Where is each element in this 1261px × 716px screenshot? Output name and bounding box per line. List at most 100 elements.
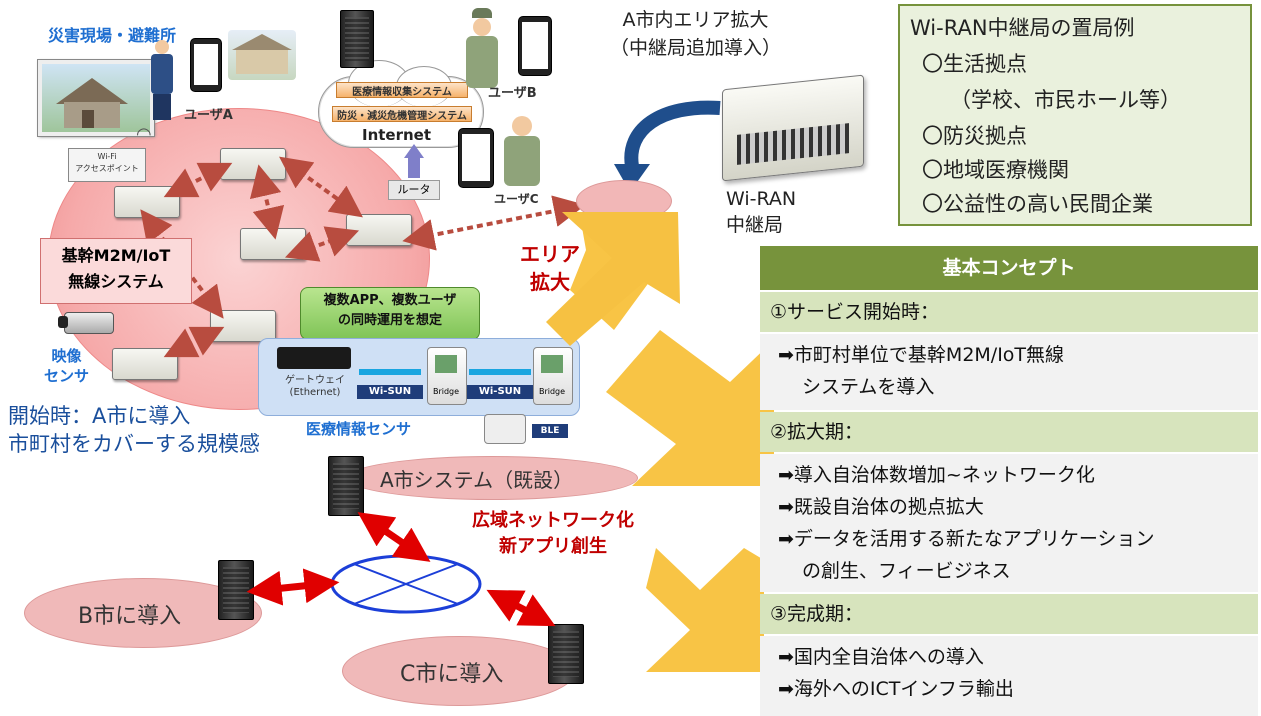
concept-sec2-item-4: の創生、フィービジネス	[802, 560, 1011, 582]
start-line1: 開始時：A市に導入	[8, 404, 191, 428]
evacuation-shelter-image	[228, 30, 296, 80]
up-arrow-icon	[404, 144, 424, 158]
city-a-server-icon	[328, 456, 364, 516]
phone-user-a	[190, 38, 222, 92]
city-a-label: A市システム（既設）	[380, 468, 574, 492]
start-line2: 市町村をカバーする規模感	[8, 432, 260, 456]
relay-label: Wi-RAN 中継局	[726, 186, 796, 238]
placement-item-3: 〇防災拠点	[922, 124, 1027, 148]
placement-item-1: 〇生活拠点	[922, 52, 1027, 76]
concept-sec3-item-2: ➡海外へのICTインフラ輸出	[778, 678, 1014, 700]
wifi-ap-line2: アクセスポイント	[75, 164, 139, 173]
user-a-label: ユーザA	[184, 108, 233, 123]
area-expand-arrow-label: エリア 拡大	[520, 240, 580, 296]
officer-figure-c	[500, 116, 544, 186]
expansion-arrows	[546, 212, 774, 672]
placement-item-2: （学校、市民ホール等）	[950, 88, 1181, 112]
concept-sec3-title: ③完成期：	[760, 594, 1258, 634]
bridge-label-2: Bridge	[538, 387, 566, 396]
placement-title: Wi-RAN中継局の置局例	[910, 16, 1135, 40]
gateway-line2: (Ethernet)	[289, 387, 341, 398]
city-a-ellipse	[346, 456, 638, 500]
camera-lens	[58, 316, 68, 328]
gateway-label: ゲートウェイ (Ethernet)	[273, 375, 357, 399]
start-text: 開始時：A市に導入 市町村をカバーする規模感	[8, 402, 260, 458]
phone-user-c	[458, 128, 494, 188]
ble-sensor-device	[484, 414, 526, 444]
wide-network-line2: 新アプリ創生	[499, 536, 607, 557]
concept-sec1-title: ①サービス開始時：	[760, 292, 1258, 332]
medical-sensor-title: 医療情報センサ	[306, 420, 412, 438]
bridge-screen-2	[541, 355, 563, 373]
up-arrow-stem	[408, 158, 420, 178]
concept-sec2-item-1: ➡導入自治体数増加~ネットワーク化	[778, 464, 1095, 486]
concept-table: 基本コンセプト ①サービス開始時： ➡市町村単位で基幹M2M/IoT無線 システ…	[760, 246, 1258, 716]
wifi-ap-line1: Wi-Fi	[97, 152, 117, 161]
wisun-arrow-1	[359, 369, 421, 375]
gateway-line1: ゲートウェイ	[285, 375, 345, 386]
bridge-screen-1	[435, 355, 457, 373]
video-sensor-label: 映像 センサ	[44, 346, 89, 386]
placement-examples-box: Wi-RAN中継局の置局例 〇生活拠点 （学校、市民ホール等） 〇防災拠点 〇地…	[898, 4, 1252, 226]
wide-network-links	[246, 512, 556, 627]
system1-label: 医療情報収集システム	[336, 82, 468, 98]
router-label: ルータ	[388, 180, 440, 200]
concept-header: 基本コンセプト	[760, 246, 1258, 290]
wireless-device-6	[112, 348, 178, 380]
city-b-label: B市に導入	[78, 604, 182, 629]
gateway-device	[277, 347, 351, 369]
relay-line1: Wi-RAN	[726, 188, 797, 210]
phone-user-b	[518, 16, 552, 76]
wifi-access-point: Wi-Fi アクセスポイント	[68, 148, 146, 182]
concept-sec1-body: ➡市町村単位で基幹M2M/IoT無線 システムを導入	[760, 334, 1258, 410]
city-b-server-icon	[218, 560, 254, 620]
disaster-site-label: 災害現場・避難所	[48, 26, 177, 45]
bridge-device-2	[533, 347, 573, 405]
wide-network-label: 広域ネットワーク化 新アプリ創生	[472, 508, 634, 560]
concept-sec1-item-2: システムを導入	[802, 376, 935, 398]
bridge-label-1: Bridge	[432, 387, 460, 396]
internet-cloud: 医療情報収集システム 防災・減災危機管理システム Internet	[318, 56, 484, 156]
wisun-label-2: Wi-SUN	[467, 385, 533, 399]
relay-line2: 中継局	[726, 214, 784, 236]
user-b-label: ユーザB	[488, 86, 537, 101]
concept-sec2-title: ②拡大期：	[760, 412, 1258, 452]
city-c-ellipse	[342, 636, 576, 706]
city-c-server-icon	[548, 624, 584, 684]
area-expand-line2: （中継局追加導入）	[610, 37, 782, 59]
multi-app-line1: 複数APP、複数ユーザ	[323, 293, 457, 308]
cloud-server-icon	[340, 10, 374, 68]
wifi-signal-icon: ◠	[136, 124, 152, 145]
video-sensor-line1: 映像	[51, 347, 82, 365]
placement-item-5: 〇公益性の高い民間企業	[922, 192, 1153, 216]
placement-item-4: 〇地域医療機関	[922, 158, 1069, 182]
multi-app-label: 複数APP、複数ユーザ の同時運用を想定	[300, 287, 480, 340]
city-c-label: C市に導入	[400, 662, 504, 687]
concept-sec2-body: ➡導入自治体数増加~ネットワーク化 ➡既設自治体の拠点拡大 ➡データを活用する新…	[760, 454, 1258, 592]
ble-label: BLE	[532, 424, 568, 438]
concept-sec3-body: ➡国内全自治体への導入 ➡海外へのICTインフラ輸出	[760, 636, 1258, 716]
backbone-line1: 基幹M2M/IoT	[61, 246, 171, 265]
officer-figure-a	[148, 40, 176, 120]
video-sensor-line2: センサ	[44, 367, 90, 385]
officer-figure-b	[462, 8, 502, 88]
backbone-label: 基幹M2M/IoT 無線システム	[40, 238, 192, 304]
disaster-scene: 災害現場・避難所 ユーザA Wi-Fi アクセスポイント ◠ 医療情報収集システ…	[0, 0, 720, 460]
concept-sec3-item-1: ➡国内全自治体への導入	[778, 646, 984, 668]
wisun-arrow-2	[469, 369, 531, 375]
disaster-house-image	[37, 59, 155, 137]
relay-curve-arrow	[614, 100, 721, 192]
wisun-label-1: Wi-SUN	[357, 385, 423, 399]
internet-label: Internet	[362, 126, 432, 144]
medical-sensor-panel: ゲートウェイ (Ethernet) Wi-SUN Bridge Wi-SUN B…	[258, 338, 580, 416]
area-arrow-line2: 拡大	[530, 270, 570, 294]
concept-sec2-item-2: ➡既設自治体の拠点拡大	[778, 496, 984, 518]
concept-sec1-item-1: ➡市町村単位で基幹M2M/IoT無線	[778, 344, 1065, 366]
wide-network-line1: 広域ネットワーク化	[472, 510, 634, 531]
backbone-line2: 無線システム	[68, 272, 164, 291]
system2-label: 防災・減災危機管理システム	[332, 106, 472, 122]
concept-sec2-item-3: ➡データを活用する新たなアプリケーション	[778, 528, 1155, 550]
area-expand-line1: A市内エリア拡大	[622, 9, 769, 31]
house-icon	[56, 78, 128, 128]
area-expand-title: A市内エリア拡大 （中継局追加導入）	[610, 6, 781, 62]
